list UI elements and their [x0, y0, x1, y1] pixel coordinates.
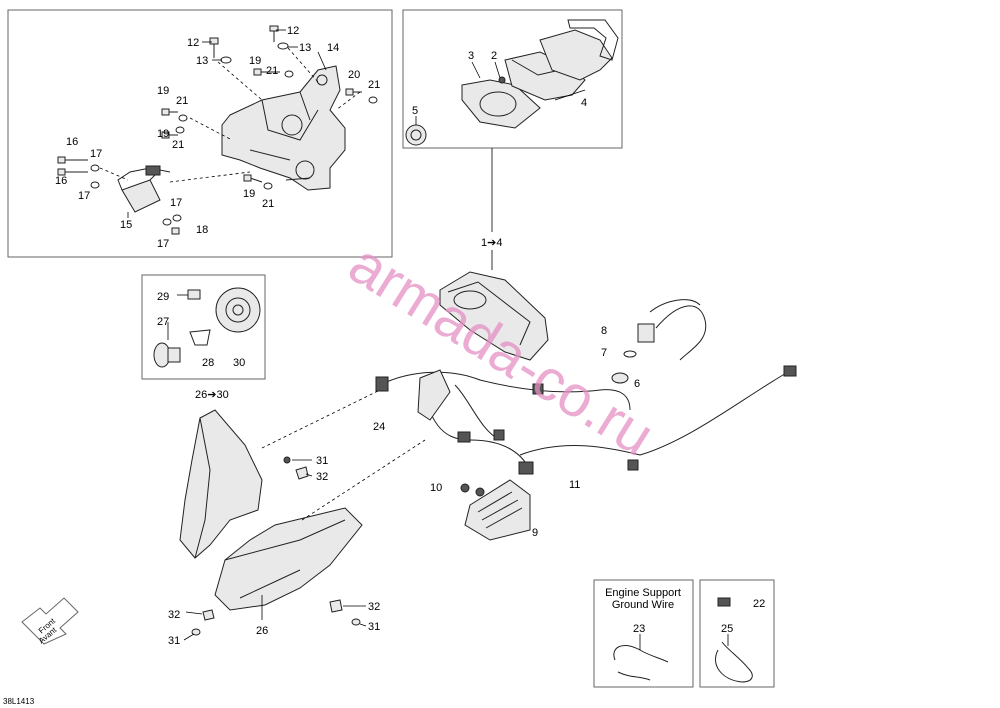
bracket-14 — [221, 65, 346, 191]
callout-32-c: 32 — [368, 601, 380, 613]
drawing-code: 38L1413 — [3, 697, 35, 706]
ground-wire-title: Ground Wire — [612, 599, 674, 611]
callout-31-c: 31 — [368, 621, 380, 633]
callout-24: 24 — [373, 421, 385, 433]
callout-29: 29 — [157, 291, 169, 303]
callout-6: 6 — [634, 378, 640, 390]
switch-15 — [117, 165, 171, 213]
callout-21-e: 21 — [262, 198, 274, 210]
headlamp-right — [214, 507, 363, 611]
callout-2: 2 — [491, 50, 497, 62]
callout-3: 3 — [468, 50, 474, 62]
gauge-cluster — [439, 271, 549, 361]
callout-19-c: 19 — [157, 128, 169, 140]
callout-17-d: 17 — [157, 238, 169, 250]
callout-15: 15 — [120, 219, 132, 231]
cluster-parts — [405, 19, 619, 146]
callout-7: 7 — [601, 347, 607, 359]
callout-16-a: 16 — [66, 136, 78, 148]
callout-25: 25 — [721, 623, 733, 635]
callout-11: 11 — [569, 479, 580, 491]
bracket-fasteners — [57, 25, 378, 235]
callout-4: 4 — [581, 97, 587, 109]
callout-5: 5 — [412, 105, 418, 117]
headlamp-detail — [153, 287, 261, 368]
callout-31-b: 31 — [168, 635, 180, 647]
callout-17-b: 17 — [78, 190, 90, 202]
ground-wire-frame — [593, 579, 694, 688]
callout-8: 8 — [601, 325, 607, 337]
callout-31-a: 31 — [316, 455, 328, 467]
callout-19-b: 19 — [157, 85, 169, 97]
front-direction-arrow: Front Avant — [21, 597, 79, 645]
regulator-9 — [460, 479, 531, 541]
callout-23: 23 — [633, 623, 645, 635]
headlamp-left — [179, 409, 263, 559]
headlamp-fasteners — [191, 456, 361, 636]
callout-10: 10 — [430, 482, 442, 494]
strap-25 — [715, 634, 753, 683]
callout-17-a: 17 — [90, 148, 102, 160]
callout-21-a: 21 — [266, 65, 278, 77]
callout-1-4: 1➔4 — [481, 237, 502, 249]
callout-12-a: 12 — [187, 37, 199, 49]
callout-32-b: 32 — [168, 609, 180, 621]
headlamp-leaders — [183, 389, 426, 641]
callout-16-b: 16 — [55, 175, 67, 187]
fuse-22 — [717, 597, 731, 607]
callout-30: 30 — [233, 357, 245, 369]
callout-26: 26 — [256, 625, 268, 637]
callout-labels: 1➔4 2 3 4 5 6 7 8 9 10 11 12 12 13 13 14… — [55, 25, 765, 647]
engine-support-title: Engine Support — [605, 587, 681, 599]
callout-19-d: 19 — [243, 188, 255, 200]
callout-9: 9 — [532, 527, 538, 539]
callout-13-b: 13 — [299, 42, 311, 54]
callout-28: 28 — [202, 357, 214, 369]
callout-14: 14 — [327, 42, 339, 54]
callout-26-30: 26➔30 — [195, 389, 229, 401]
callout-21-b: 21 — [368, 79, 380, 91]
callout-13-a: 13 — [196, 55, 208, 67]
callout-27: 27 — [157, 316, 169, 328]
wiring-harness — [375, 365, 797, 475]
callout-21-c: 21 — [176, 95, 188, 107]
callout-19-a: 19 — [249, 55, 261, 67]
callout-17-c: 17 — [170, 197, 182, 209]
callout-21-d: 21 — [172, 139, 184, 151]
bracket-leaders — [99, 29, 361, 218]
callout-22: 22 — [753, 598, 765, 610]
callout-32-a: 32 — [316, 471, 328, 483]
fuse-frame — [699, 579, 775, 688]
callout-18: 18 — [196, 224, 208, 236]
post-6-7-8 — [611, 299, 707, 384]
callout-12-b: 12 — [287, 25, 299, 37]
ground-wire-23 — [613, 634, 669, 681]
callout-20: 20 — [348, 69, 360, 81]
